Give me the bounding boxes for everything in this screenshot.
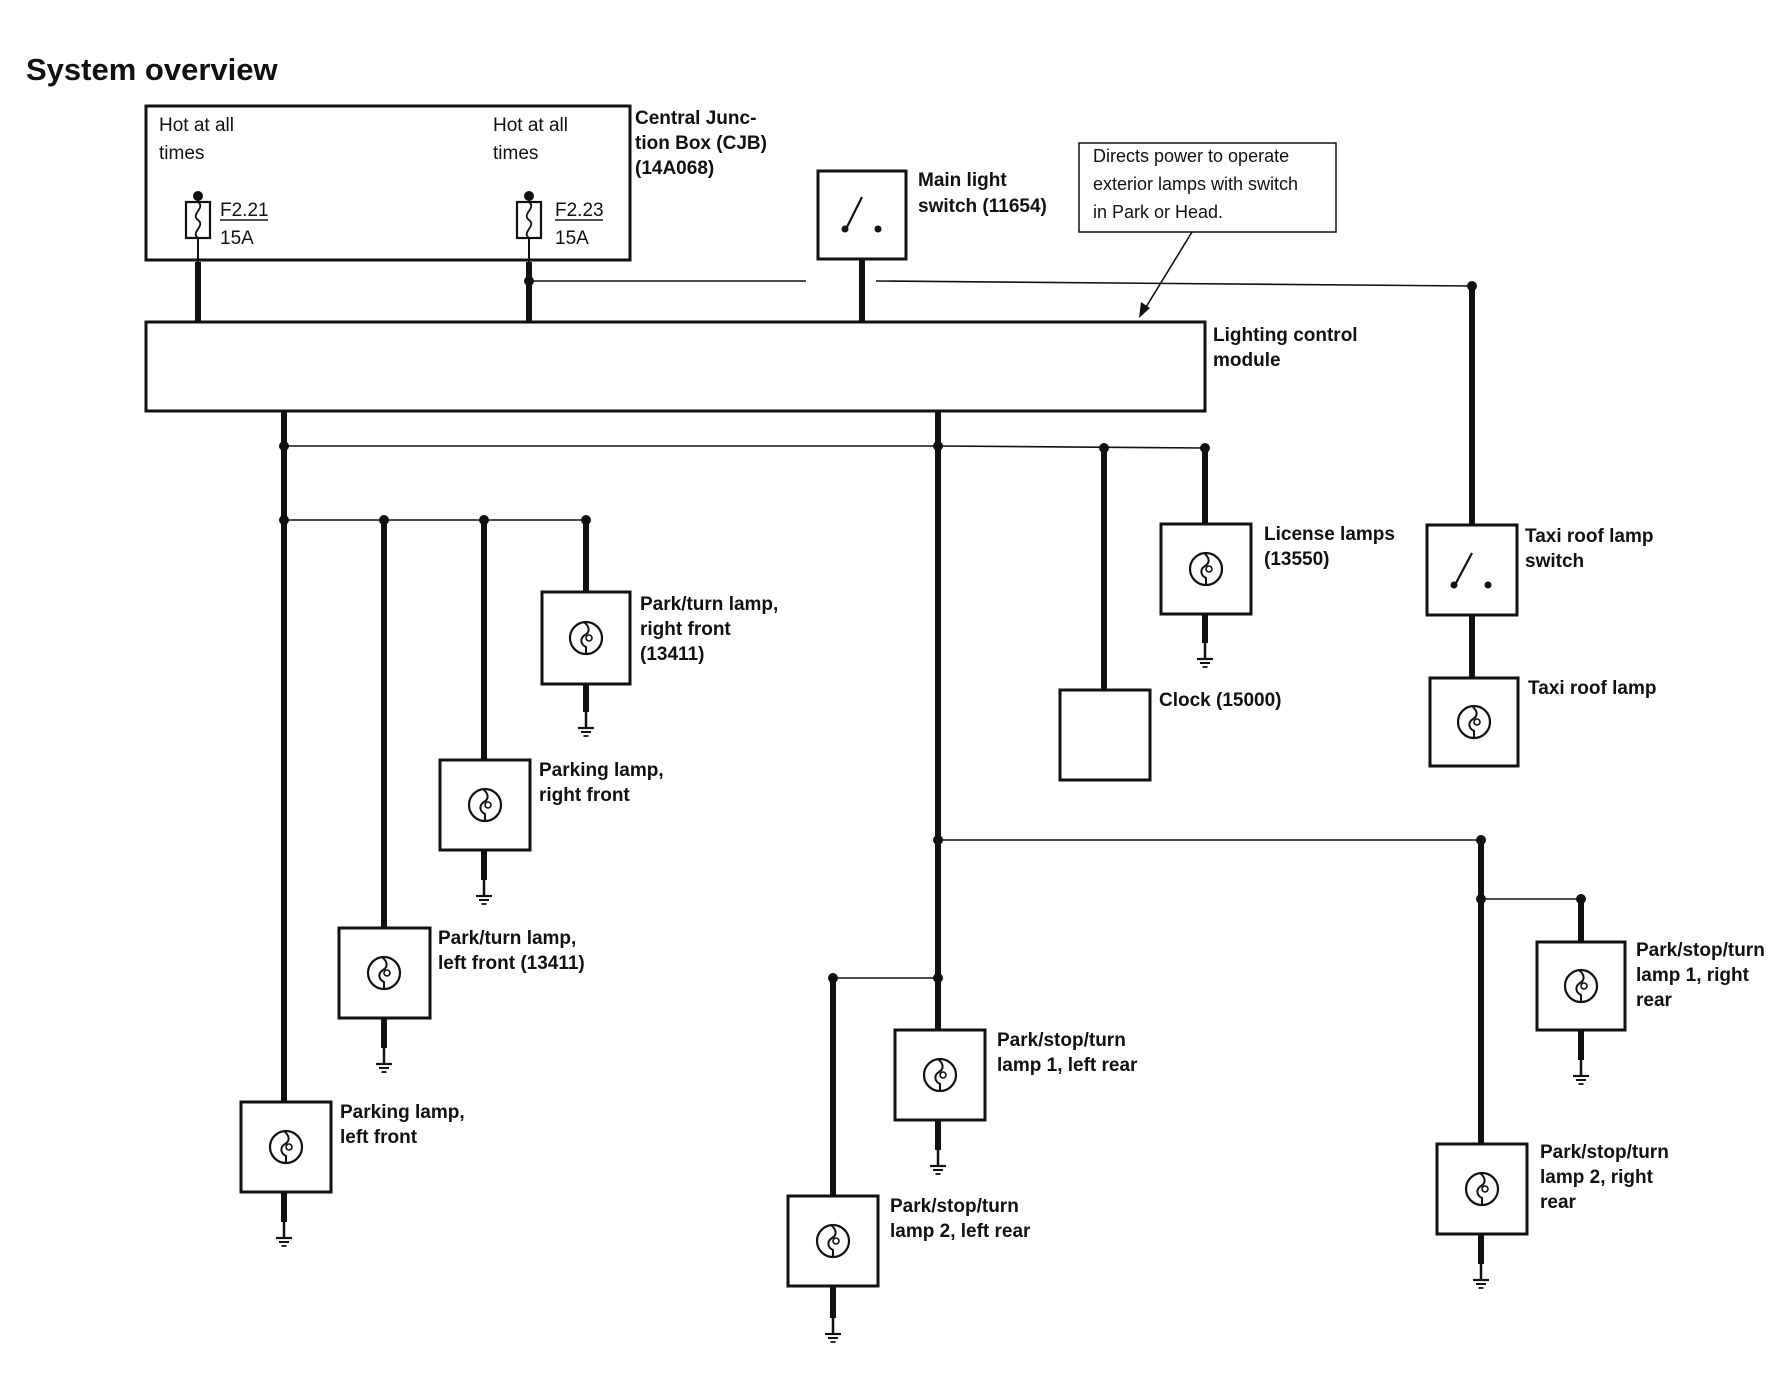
cjb-hot-label-left-2: times (159, 143, 204, 164)
taxi-roof-lamp-switch (1425, 523, 1519, 617)
pst1-rr-label-3: rear (1636, 990, 1673, 1011)
fuse-icon (184, 191, 212, 262)
pst2-rr-label: Park/stop/turn (1540, 1142, 1669, 1163)
taxi-roof-lamp (1428, 676, 1520, 768)
main-switch-label-2: switch (11654) (918, 196, 1047, 217)
pk-lf-label: Parking lamp, (340, 1102, 465, 1123)
fuse-amp-f2-23: 15A (555, 228, 589, 249)
pt-lf-label-2: left front (13411) (438, 953, 585, 974)
ground-icon (474, 878, 494, 906)
license-label: License lamps (1264, 524, 1395, 545)
taxi-switch-label: Taxi roof lamp (1525, 526, 1653, 547)
main-switch-label: Main light (918, 170, 1007, 191)
parking-lamp-right-front (438, 758, 532, 852)
pt-rf-label-2: right front (640, 619, 731, 640)
cjb-label-2: tion Box (CJB) (635, 133, 767, 154)
taxi-switch-label-2: switch (1525, 551, 1584, 572)
ground-icon (1471, 1262, 1491, 1290)
license-label-2: (13550) (1264, 549, 1330, 570)
switch-icon (841, 196, 882, 233)
pk-rf-label-2: right front (539, 785, 630, 806)
cjb-label-3: (14A068) (635, 158, 714, 179)
parking-lamp-left-front (239, 1100, 333, 1194)
fuse-id-f2-21: F2.21 (220, 200, 269, 221)
park-stop-turn-lamp-1-left-rear (893, 1028, 987, 1122)
lcm-label: Lighting control (1213, 325, 1358, 346)
ground-icon (576, 710, 596, 738)
park-stop-turn-lamp-2-right-rear (1435, 1142, 1529, 1236)
note-line-2: exterior lamps with switch (1093, 174, 1298, 194)
note-callout: Directs power to operate exterior lamps … (1078, 142, 1337, 318)
park-stop-turn-lamp-2-left-rear (786, 1194, 880, 1288)
park-stop-turn-lamp-1-right-rear (1535, 940, 1627, 1032)
pst1-lr-label: Park/stop/turn (997, 1030, 1126, 1051)
ground-icon (1195, 641, 1215, 669)
central-junction-box: Hot at all times Hot at all times F2.21 … (144, 104, 632, 262)
taxi-lamp-label: Taxi roof lamp (1528, 678, 1656, 699)
cjb-hot-label-right-2: times (493, 143, 538, 164)
fuse-id-f2-23: F2.23 (555, 200, 604, 221)
park-turn-lamp-right-front (540, 590, 632, 686)
fuse-amp-f2-21: 15A (220, 228, 254, 249)
pst1-lr-label-2: lamp 1, left rear (997, 1055, 1138, 1076)
fuse-icon (515, 191, 543, 262)
clock-label: Clock (15000) (1159, 690, 1282, 711)
pk-lf-label-2: left front (340, 1127, 418, 1148)
pst2-lr-label-2: lamp 2, left rear (890, 1221, 1031, 1242)
pt-rf-label-3: (13411) (640, 644, 704, 665)
ground-icon (1571, 1058, 1591, 1086)
ground-icon (374, 1046, 394, 1074)
ground-icon (823, 1316, 843, 1344)
license-lamps (1159, 522, 1253, 616)
ground-icon (928, 1148, 948, 1176)
park-turn-lamp-left-front (337, 926, 432, 1020)
pst1-rr-label-2: lamp 1, right (1636, 965, 1750, 986)
cjb-label: Central Junc- (635, 108, 756, 129)
arrow-icon (1139, 302, 1150, 318)
pst1-rr-label: Park/stop/turn (1636, 940, 1765, 961)
page-title: System overview (26, 52, 278, 87)
pst2-lr-label: Park/stop/turn (890, 1196, 1019, 1217)
pt-rf-label: Park/turn lamp, (640, 594, 778, 615)
note-line-3: in Park or Head. (1093, 202, 1223, 222)
cjb-hot-label-right: Hot at all (493, 115, 568, 136)
pt-lf-label: Park/turn lamp, (438, 928, 576, 949)
cjb-hot-label-left: Hot at all (159, 115, 234, 136)
pst2-rr-label-3: rear (1540, 1192, 1577, 1213)
lcm-label-2: module (1213, 350, 1281, 371)
pst2-rr-label-2: lamp 2, right (1540, 1167, 1654, 1188)
ground-icon (274, 1220, 294, 1248)
main-light-switch (816, 169, 908, 261)
clock (1058, 688, 1152, 782)
switch-icon (1450, 552, 1492, 589)
note-line-1: Directs power to operate (1093, 146, 1289, 166)
lighting-control-module (144, 320, 1207, 413)
pk-rf-label: Parking lamp, (539, 760, 664, 781)
